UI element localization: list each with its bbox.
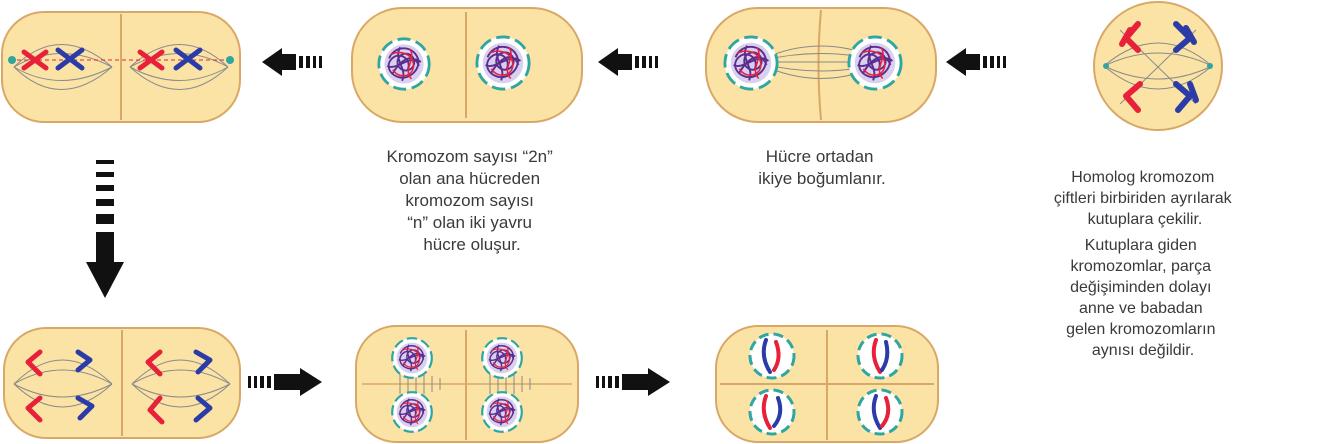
caption-line: Homolog kromozom: [1071, 169, 1214, 186]
cell-telophase-ii: [356, 326, 578, 442]
cell-cytokinesis: [706, 8, 936, 122]
dashed-block-arrow-icon: [946, 48, 1006, 76]
cell-anaphase-ii: [4, 328, 240, 438]
cell-anaphase-i: [1094, 2, 1222, 130]
caption-line: aynısı değildir.: [1092, 342, 1194, 359]
dashed-block-arrow-down-icon: [86, 160, 124, 298]
caption-cytokinesis: Hücre ortadan ikiye boğumlanır.: [758, 147, 886, 188]
caption-line: kromozomlar, parça: [1071, 258, 1212, 275]
caption-line: hücre oluşur.: [423, 235, 520, 254]
dashed-block-arrow-right-icon: [596, 368, 670, 396]
caption-crossing-over: Kutuplara giden kromozomlar, parça değiş…: [1066, 237, 1220, 359]
caption-homolog: Homolog kromozom çiftleri birbiriden ayr…: [1054, 169, 1236, 228]
cell-metaphase-ii: [2, 12, 240, 122]
caption-line: ikiye boğumlanır.: [758, 169, 886, 188]
caption-line: Kutuplara giden: [1085, 237, 1197, 254]
dashed-block-arrow-icon: [598, 48, 658, 76]
caption-line: Hücre ortadan: [766, 147, 874, 166]
dashed-block-arrow-icon: [262, 48, 322, 76]
cell-daughter-cells: [352, 8, 582, 122]
caption-line: “n” olan iki yavru: [407, 213, 532, 232]
caption-line: anne ve babadan: [1079, 300, 1203, 317]
caption-line: çiftleri birbiriden ayrılarak: [1054, 190, 1233, 207]
caption-line: Kromozom sayısı “2n”: [387, 147, 554, 166]
caption-line: kutuplara çekilir.: [1088, 211, 1203, 228]
cell-four-haploid-cells: [716, 326, 938, 442]
dashed-block-arrow-right-icon: [248, 368, 322, 396]
caption-line: kromozom sayısı: [405, 191, 533, 210]
caption-daughter-cells: Kromozom sayısı “2n” olan ana hücreden k…: [387, 147, 558, 254]
caption-line: gelen kromozomların: [1066, 321, 1215, 338]
caption-line: olan ana hücreden: [399, 169, 540, 188]
caption-line: değişiminden dolayı: [1070, 279, 1211, 296]
